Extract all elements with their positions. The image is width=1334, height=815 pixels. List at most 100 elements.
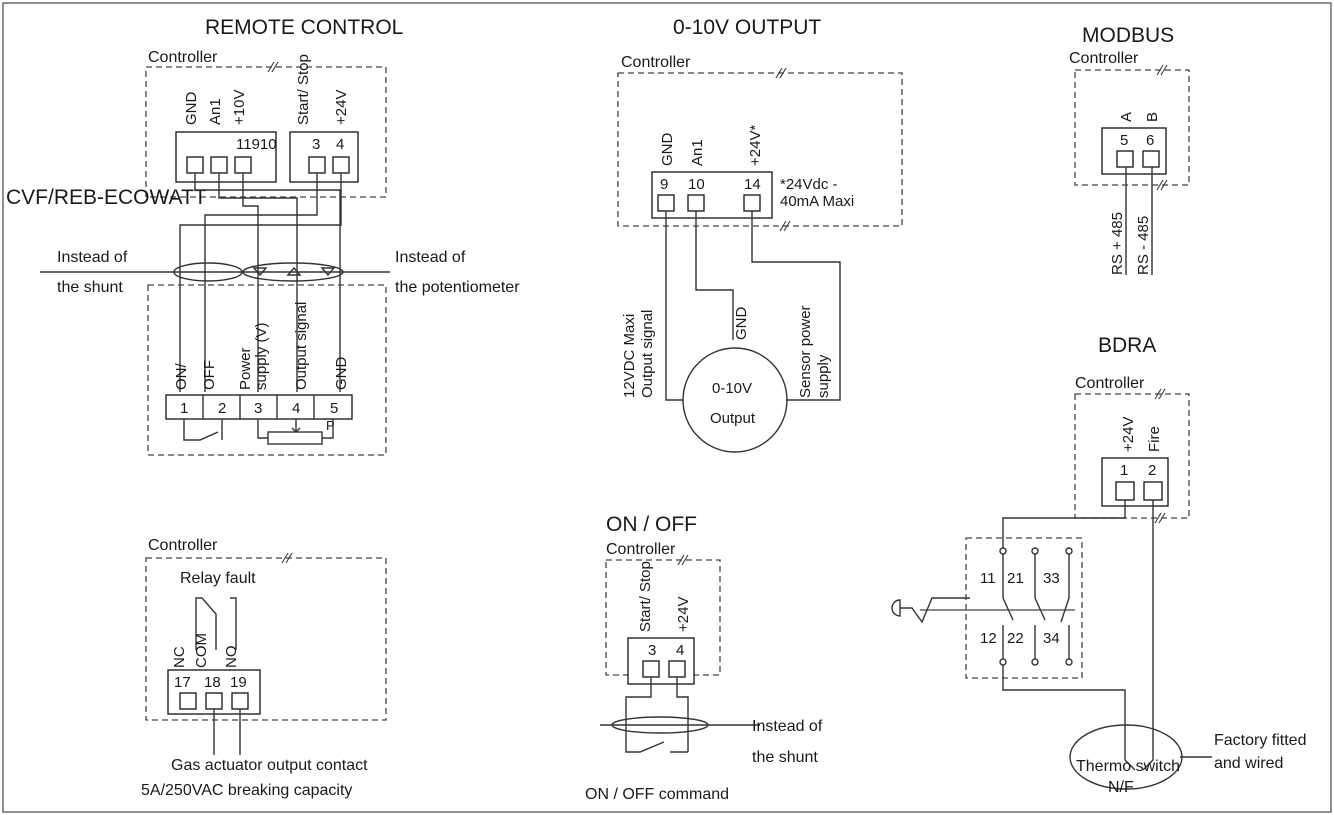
strip-pin-1: 1: [180, 400, 188, 417]
output-title: 0-10V OUTPUT: [673, 16, 821, 39]
on-off-24v-label: +24V: [675, 597, 692, 632]
relay-pin-18: 18: [204, 674, 221, 691]
contact-12: 12: [980, 630, 997, 647]
output-left-label2: Output signal: [639, 310, 656, 398]
bdra-break-mark-top: [1154, 388, 1166, 400]
strip-pin-5: 5: [330, 400, 338, 417]
output-mid-label: GND: [733, 307, 750, 341]
output-controller-box: [617, 72, 903, 227]
modbus-pin-5: 5: [1120, 132, 1128, 149]
factory-label-line1: Factory fitted: [1214, 732, 1306, 749]
output-right-label2: supply: [815, 354, 832, 398]
remote-24v-label: +24V: [333, 90, 350, 125]
on-off-command-label: ON / OFF command: [585, 786, 729, 803]
relay-section: Controller Relay fault NC COM NO 17 18 1…: [141, 537, 387, 799]
remote-controller-label: Controller: [148, 49, 218, 66]
device-box: [147, 284, 387, 456]
remote-10v-label: +10V: [231, 90, 248, 125]
modbus-b-label: B: [1144, 112, 1161, 122]
bdra-break-mark-bottom: [1154, 512, 1166, 524]
on-off-pin-3: 3: [648, 642, 656, 659]
output-pin-gnd: [657, 194, 675, 212]
output-left-label1: 12VDC Maxi: [621, 314, 638, 398]
remote-pin-10v: [234, 156, 252, 174]
strip-off-label: OFF: [201, 360, 218, 390]
bdra-pin-24v: [1115, 481, 1135, 501]
bdra-contact-box: [965, 537, 1083, 679]
modbus-rs-plus-label: RS + 485: [1109, 212, 1126, 275]
potentiometer-symbol: [267, 431, 323, 445]
strip-power-label1: Power: [237, 347, 254, 390]
relay-pin-17: 17: [174, 674, 191, 691]
instead-pot-line2: the potentiometer: [395, 279, 520, 296]
wire-gnd: [194, 173, 341, 392]
pot-arrow-1: [252, 267, 268, 277]
strip-pin-4: 4: [292, 400, 300, 417]
on-off-controller-label: Controller: [606, 541, 676, 558]
strip-output-label: Output signal: [293, 302, 310, 390]
output-pin-10: 10: [688, 176, 705, 193]
modbus-controller-label: Controller: [1069, 50, 1139, 67]
output-pin-14: 14: [744, 176, 761, 193]
bdra-fire-label: Fire: [1146, 426, 1163, 452]
remote-pin-an1: [210, 156, 228, 174]
output-note-line2: 40mA Maxi: [780, 193, 854, 210]
output-circle-line2: Output: [710, 410, 756, 427]
pot-label: P: [326, 418, 335, 433]
device-terminal-strip: [165, 394, 353, 420]
relay-caption-line2: 5A/250VAC breaking capacity: [141, 782, 352, 799]
wire-10v: [242, 173, 259, 392]
output-pin-an1: [687, 194, 705, 212]
on-off-instead-line2: the shunt: [752, 749, 818, 766]
thermo-label-line1: Thermo switch: [1076, 758, 1180, 775]
output-wire-power: [751, 211, 841, 401]
instead-shunt-line1: Instead of: [57, 249, 128, 266]
remote-pin-gnd: [186, 156, 204, 174]
output-device-circle: [682, 347, 788, 453]
strip-power-label2: supply (V): [253, 322, 270, 390]
on-off-section: ON / OFF Controller Start/ Stop +24V 3 4…: [585, 513, 823, 803]
bdra-24v-label: +24V: [1120, 417, 1137, 452]
output-wire-gnd: [695, 211, 734, 340]
output-break-mark-bottom: [779, 220, 791, 232]
contact-11: 11: [980, 570, 996, 587]
strip-gnd-label: GND: [333, 357, 350, 391]
output-24v-label: +24V*: [747, 125, 764, 166]
bdra-wire-thermo: [1002, 665, 1126, 760]
contact-33: 33: [1043, 570, 1060, 587]
strip-pin-2: 2: [218, 400, 226, 417]
remote-an1-label: An1: [207, 98, 224, 125]
output-break-mark-top: [775, 67, 787, 79]
on-off-start-stop-label: Start/ Stop: [637, 561, 654, 632]
remote-pin-4: 4: [336, 136, 344, 153]
relay-caption-line1: Gas actuator output contact: [171, 757, 368, 774]
output-gnd-label: GND: [659, 133, 676, 167]
on-off-break-mark-top: [677, 554, 689, 566]
pot-arrow-2: [286, 266, 302, 276]
relay-nc-label: NC: [171, 646, 188, 668]
bdra-pin-fire: [1143, 481, 1163, 501]
remote-gnd-label: GND: [183, 92, 200, 126]
on-off-shunt-ellipse: [611, 716, 709, 734]
thermo-label-line2: N/F: [1108, 779, 1134, 796]
pot-wiper: [291, 419, 301, 433]
output-pin-24v: [743, 194, 761, 212]
relay-pin-19: 19: [230, 674, 247, 691]
on-off-instead-line1: Instead of: [752, 718, 823, 735]
on-off-pin-4: 4: [676, 642, 684, 659]
remote-start-stop-label: Start/ Stop: [295, 54, 312, 125]
output-right-label1: Sensor power: [797, 305, 814, 398]
bdra-section: BDRA Controller +24V Fire 1 2 11 21 33 1…: [891, 334, 1306, 796]
contact-21: 21: [1007, 570, 1024, 587]
instead-shunt-line2: the shunt: [57, 279, 123, 296]
relay-no-label: NO: [223, 646, 240, 669]
modbus-pin-6: 6: [1146, 132, 1154, 149]
on-off-pin-24v: [668, 660, 686, 678]
modbus-a-label: A: [1118, 112, 1135, 122]
modbus-title: MODBUS: [1082, 24, 1174, 47]
modbus-rs-minus-label: RS - 485: [1135, 216, 1152, 275]
bdra-controller-label: Controller: [1075, 375, 1145, 392]
on-off-wire-24v: [676, 677, 689, 752]
pot-arrow-3: [320, 267, 336, 277]
